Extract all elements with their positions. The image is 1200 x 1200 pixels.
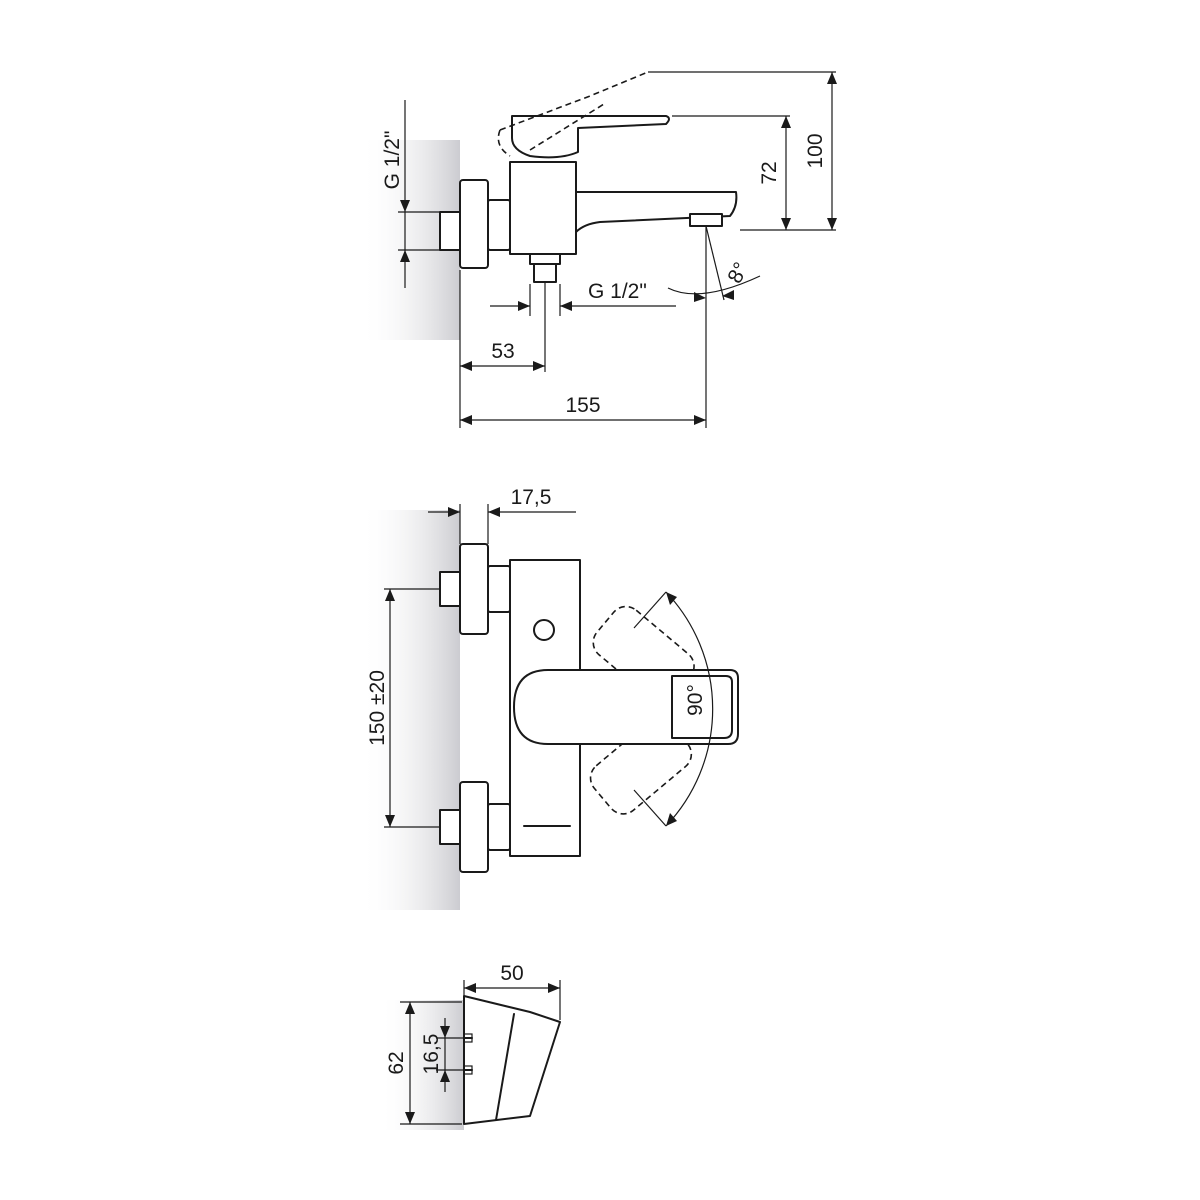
upper-inlet-pipe	[439, 571, 461, 607]
spout	[575, 191, 738, 233]
label-thread-inlet: G 1/2"	[381, 131, 404, 190]
label-hole-spacing: 16,5	[420, 1034, 443, 1075]
outlet-connector	[529, 253, 561, 265]
flange	[459, 179, 489, 269]
label-total-depth: 155	[565, 394, 600, 417]
bracket-body	[463, 995, 561, 1125]
label-bracket-height: 62	[385, 1051, 408, 1074]
diverter-button	[533, 619, 555, 641]
label-height-total: 100	[804, 133, 827, 168]
inlet-pipe	[439, 211, 461, 251]
label-flange-depth: 17,5	[511, 486, 552, 509]
mixer-body	[509, 161, 577, 255]
lever-top	[513, 669, 739, 745]
label-lever-rotation: 90°	[684, 684, 707, 716]
front-view: 17,5 150 ±20 90°	[360, 486, 739, 910]
label-spout-angle: 8°	[723, 259, 753, 288]
lower-flange	[459, 781, 489, 873]
lever	[511, 115, 670, 159]
bracket-view: 50 62 16,5	[380, 962, 561, 1130]
label-inlet-offset: 53	[491, 340, 514, 363]
side-view: G 1/2" 72 100 8° G 1/2" 53	[360, 71, 837, 428]
upper-nut	[487, 565, 511, 613]
outlet-connector-thread	[533, 263, 557, 283]
label-height-spout: 72	[758, 161, 781, 184]
nut	[487, 199, 511, 251]
aerator	[689, 213, 723, 227]
wall-shade-bottom	[380, 1000, 464, 1130]
label-inlet-spacing: 150 ±20	[366, 670, 389, 746]
lever-raised-outline	[497, 71, 649, 157]
lower-inlet-pipe	[439, 809, 461, 845]
label-thread-outlet: G 1/2"	[588, 280, 647, 303]
upper-flange	[459, 543, 489, 635]
label-bracket-width: 50	[500, 962, 523, 985]
lower-nut	[487, 803, 511, 851]
